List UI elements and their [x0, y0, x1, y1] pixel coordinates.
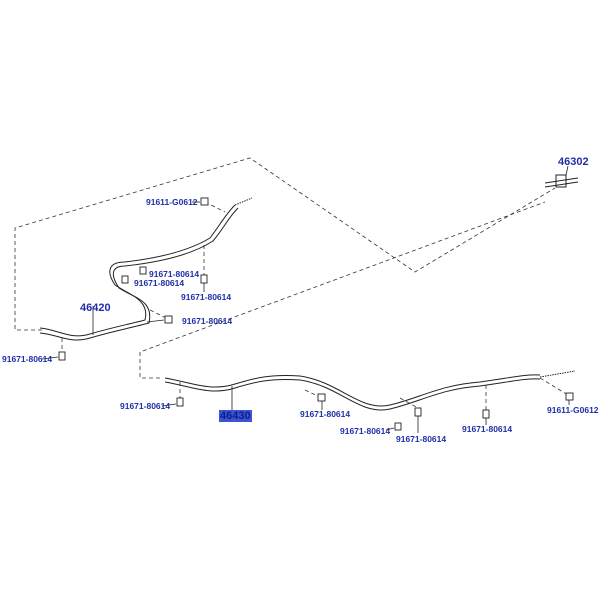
bolt-icon: [414, 407, 422, 417]
part-label-46302[interactable]: 46302: [558, 156, 589, 168]
part-label-fastener[interactable]: 91671-80614: [300, 409, 351, 419]
dashed-reference-lines: [14, 157, 569, 410]
bolt-icon: [394, 422, 402, 431]
bolt-icon: [121, 275, 129, 284]
part-label-fastener[interactable]: 91671-80614: [396, 434, 447, 444]
part-label-fastener[interactable]: 91611-G0612: [146, 197, 198, 207]
bolt-icon: [58, 351, 66, 361]
part-label-46420[interactable]: 46420: [80, 302, 111, 314]
bolt-icon: [139, 266, 147, 275]
part-label-fastener[interactable]: 91671-80614: [149, 269, 200, 279]
bolt-icon: [164, 315, 173, 324]
bolt-icon: [176, 397, 184, 407]
part-label-fastener[interactable]: 91671-80614: [462, 424, 513, 434]
leader-lines: [41, 165, 570, 433]
cable-46420: [39, 197, 253, 341]
cable-46302: [544, 174, 579, 188]
part-label-fastener[interactable]: 91671-80614: [134, 278, 185, 288]
part-label-fastener[interactable]: 91611-G0612: [547, 405, 599, 415]
part-label-fastener[interactable]: 91671-80614: [181, 292, 232, 302]
bolt-icon: [317, 393, 326, 402]
bolt-icons: [58, 197, 574, 431]
bolt-icon: [482, 409, 490, 419]
part-label-fastener[interactable]: 91671-80614: [182, 316, 233, 326]
part-label-46430[interactable]: 46430: [219, 410, 252, 422]
cable-46430: [164, 370, 576, 411]
part-label-fastener[interactable]: 91671-80614: [340, 426, 391, 436]
part-label-fastener[interactable]: 91671-80614: [120, 401, 171, 411]
bolt-icon: [200, 274, 208, 284]
bolt-icon: [565, 392, 574, 401]
bolt-icon: [200, 197, 209, 206]
part-label-fastener[interactable]: 91671-80614: [2, 354, 53, 364]
